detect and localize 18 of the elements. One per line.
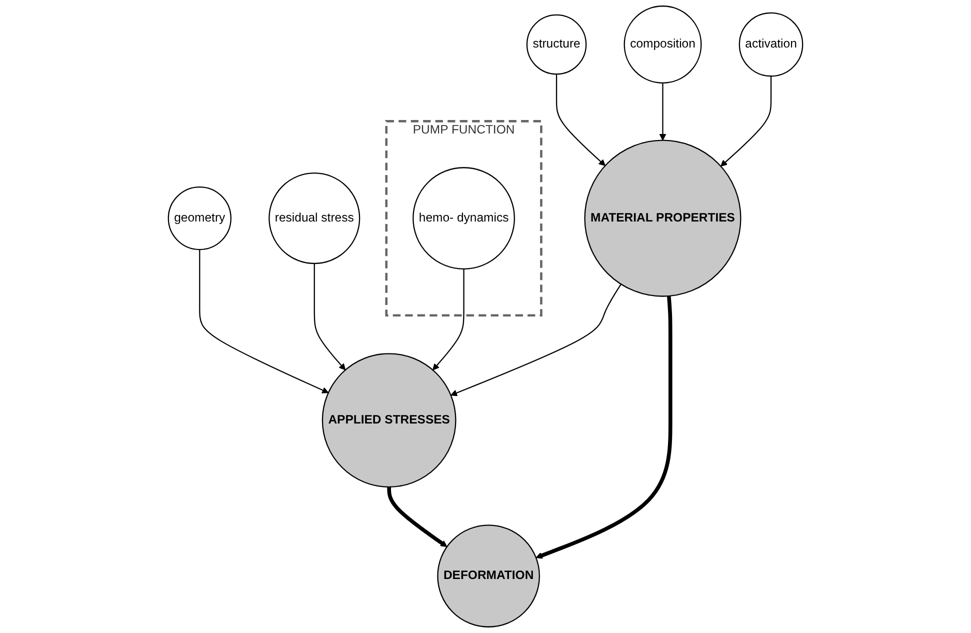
arrow	[450, 284, 622, 396]
arrow	[387, 486, 448, 548]
node-circle: DEFORMATION	[437, 524, 540, 628]
arrow	[199, 250, 329, 394]
node-circle: geometry	[168, 186, 232, 250]
arrow	[659, 82, 666, 141]
node-circle: structure	[526, 14, 587, 75]
arrow	[720, 76, 772, 167]
arrow	[432, 268, 464, 370]
node-circle: residual stress	[268, 172, 360, 264]
node-circle: composition	[624, 6, 702, 84]
node-circle: MATERIAL PROPERTIES	[584, 140, 742, 297]
node-circle: APPLIED STRESSES	[322, 353, 456, 488]
arrow	[536, 296, 672, 559]
arrow	[556, 74, 606, 166]
arrow	[314, 264, 346, 370]
node-circle: hemo- dynamics	[412, 167, 516, 270]
node-circle: activation	[738, 12, 804, 77]
